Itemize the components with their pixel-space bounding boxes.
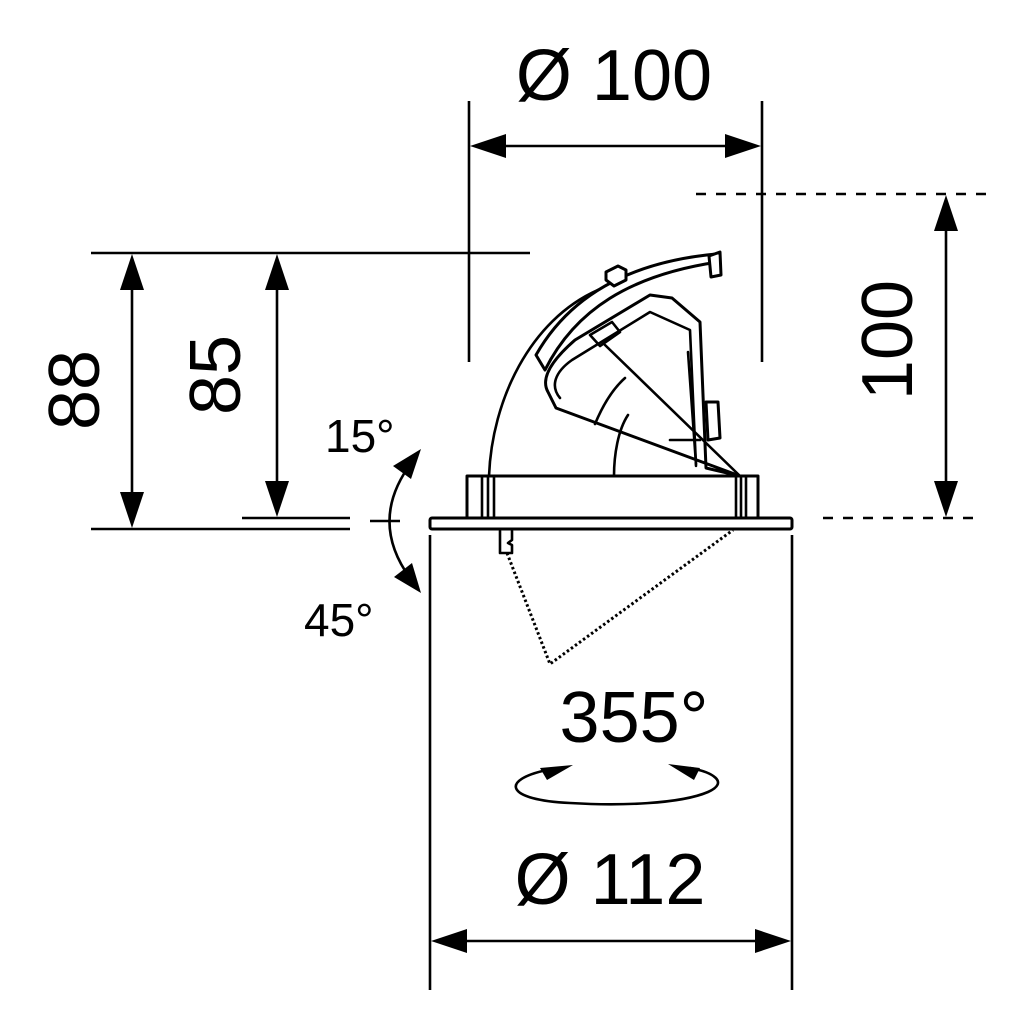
arrow-up-icon	[265, 254, 289, 290]
arrow-left-icon	[470, 134, 506, 158]
rotation-label: 355°	[560, 678, 709, 758]
housing-inner-contour	[553, 310, 698, 468]
arrow-left-icon	[668, 764, 700, 780]
arrow-up-icon	[120, 254, 144, 290]
tilt-angle-indicator: 15° 45°	[304, 410, 421, 646]
total-height-dimension: 100	[696, 192, 990, 520]
arrow-right-icon	[725, 134, 761, 158]
spring-clip	[498, 529, 514, 555]
recess-height-dimensions: 88 85	[35, 251, 530, 531]
gimbal-arc	[487, 288, 600, 478]
side-clip	[704, 400, 722, 442]
rotation-ellipse	[514, 766, 720, 806]
arrow-down-icon	[934, 481, 958, 517]
arrow-down-icon	[265, 481, 289, 517]
reflector-edge	[603, 343, 742, 478]
arrow-down-icon	[394, 563, 421, 593]
top-diameter-label: Ø 100	[516, 36, 712, 116]
inner-arc-lower	[612, 413, 630, 478]
arrow-right-icon	[540, 765, 573, 780]
bottom-diameter-dimension: Ø 112	[428, 535, 794, 990]
trim-ring	[465, 474, 760, 520]
flange	[428, 516, 794, 531]
luminaire	[428, 250, 794, 667]
tilt-up-label: 15°	[325, 410, 395, 462]
tilted-head-outline	[505, 528, 734, 667]
reflector-lip	[588, 320, 622, 348]
bottom-diameter-label: Ø 112	[515, 840, 706, 920]
tilt-arc	[388, 461, 414, 579]
inner-height-label: 85	[176, 335, 256, 415]
arrow-up-icon	[393, 449, 421, 479]
yoke-end-cap	[707, 250, 723, 279]
rotation-indicator: 355°	[514, 678, 720, 806]
total-height-label: 100	[848, 280, 928, 400]
tilt-down-label: 45°	[304, 594, 374, 646]
arrow-up-icon	[934, 195, 958, 231]
arrow-right-icon	[755, 929, 791, 953]
inner-arc-upper	[593, 376, 627, 426]
adjustment-knob	[604, 264, 628, 288]
arrow-down-icon	[120, 492, 144, 528]
arrow-left-icon	[431, 929, 467, 953]
outer-height-label: 88	[35, 350, 115, 430]
top-diameter-dimension: Ø 100	[467, 36, 764, 362]
